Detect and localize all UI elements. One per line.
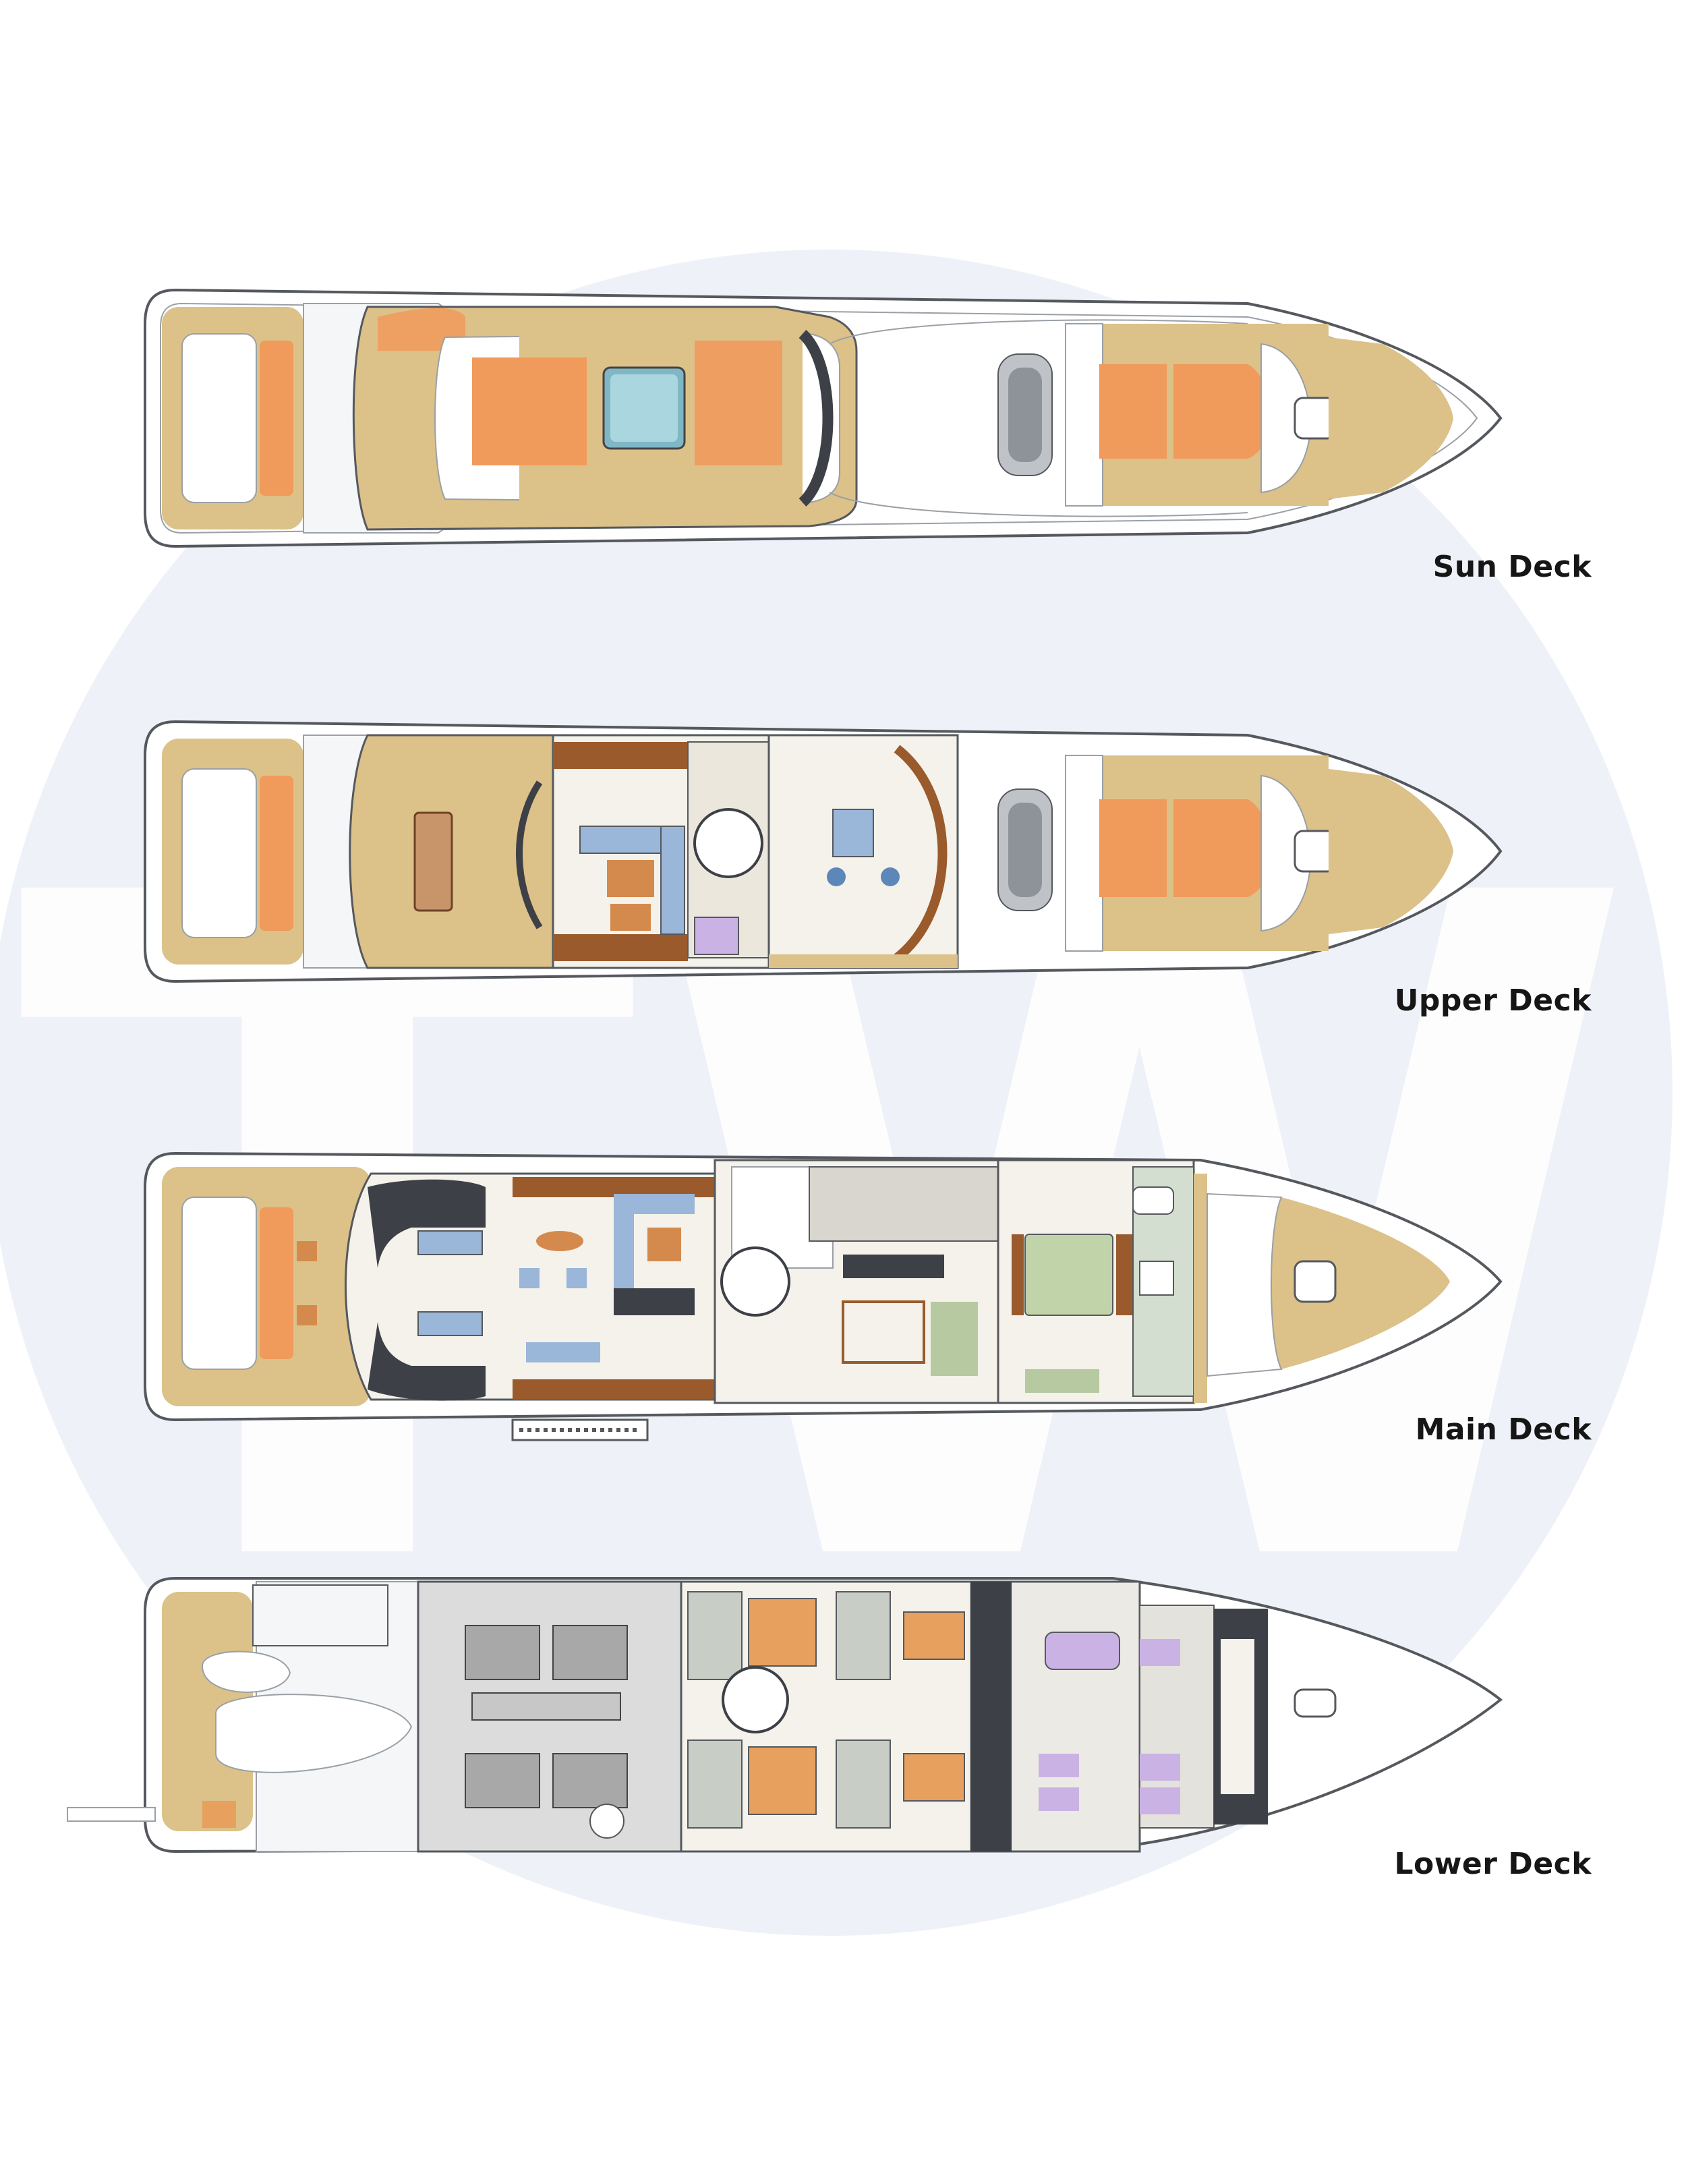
sun-deck-plan — [144, 288, 1503, 548]
deck-label-main: Main Deck — [1415, 1412, 1592, 1447]
deck-label-sun: Sun Deck — [1432, 550, 1592, 584]
deck-label-lower: Lower Deck — [1394, 1847, 1592, 1881]
upper-deck-plan — [144, 720, 1503, 983]
main-deck-plan — [144, 1151, 1503, 1441]
deck-label-upper: Upper Deck — [1394, 983, 1592, 1018]
lower-deck-plan — [67, 1577, 1503, 1853]
